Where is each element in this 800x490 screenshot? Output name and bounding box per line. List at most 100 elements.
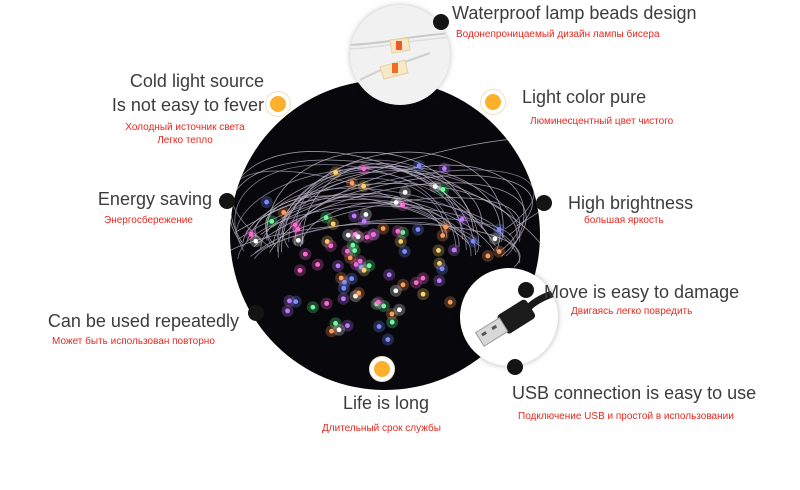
led-bead: [496, 227, 502, 232]
led-bead: [342, 279, 347, 285]
led-bead: [248, 231, 254, 237]
led-bead: [376, 324, 382, 329]
wire-strand: [272, 151, 504, 244]
led-bead: [353, 293, 358, 299]
cold-light-title-line1: Cold light source: [129, 71, 264, 91]
led-bead: [350, 242, 356, 248]
wire-strand: [276, 170, 483, 238]
led-bead: [400, 282, 406, 288]
wire-strand: [254, 196, 505, 238]
waterproof-subtitle: Водонепроницаемый дизайн лампы бисера: [456, 29, 660, 40]
waterproof-marker-dot: [433, 14, 449, 30]
led-bead: [442, 166, 447, 171]
led-bead: [447, 299, 453, 305]
led-bead: [436, 278, 442, 284]
led-bead: [353, 262, 359, 267]
led-bead: [400, 230, 406, 235]
cold-light-subtitle-line1: Холодный источник света: [125, 122, 245, 133]
high-brightness-title: High brightness: [568, 193, 694, 213]
led-bead: [400, 202, 405, 208]
led-bead: [393, 288, 399, 294]
led-bead: [389, 311, 395, 317]
led-bead: [357, 258, 363, 264]
wire-strand: [260, 175, 533, 236]
led-bead: [297, 267, 303, 273]
led-bead: [323, 215, 329, 220]
wire-strand: [302, 163, 464, 245]
energy-saving-title: Energy saving: [97, 189, 212, 209]
usb-plug-image: [460, 268, 558, 366]
led-bead: [443, 224, 449, 230]
led-bead: [324, 301, 330, 306]
led-bead: [440, 187, 446, 192]
led-bead: [352, 248, 358, 253]
led-bead: [402, 189, 408, 195]
led-bead: [386, 272, 392, 278]
life-long-title: Life is long: [343, 393, 430, 413]
led-bead: [361, 166, 367, 172]
led-bead: [402, 249, 407, 254]
cold-light-marker-dot: [266, 92, 290, 116]
led-bead: [361, 183, 367, 189]
led-bead: [292, 222, 298, 228]
led-bead: [459, 216, 465, 222]
wire-strand: [254, 221, 479, 259]
move-easy-marker-dot: [518, 282, 534, 298]
led-bead: [420, 291, 426, 297]
repeated-use-title: Can be used repeatedly: [47, 311, 239, 331]
led-bead: [264, 199, 269, 205]
life-long-marker-dot: [370, 357, 394, 381]
move-easy-title: Move is easy to damage: [544, 282, 740, 302]
led-bead: [351, 213, 357, 219]
led-bead: [470, 238, 476, 244]
life-long-subtitle: Длительный срок службы: [322, 423, 441, 434]
led-bead: [432, 184, 438, 189]
repeated-use-marker-dot: [248, 305, 264, 321]
led-bead: [366, 263, 372, 269]
led-bead: [253, 238, 259, 244]
usb-connection-title: USB connection is easy to use: [512, 383, 757, 403]
led-bead: [485, 253, 491, 259]
led-bead: [333, 320, 338, 326]
led-bead: [340, 296, 346, 302]
energy-saving-marker-dot: [219, 193, 235, 209]
led-bead: [344, 248, 350, 254]
led-bead: [338, 275, 344, 281]
led-bead: [335, 263, 341, 269]
led-bead: [336, 327, 342, 333]
led-bead: [295, 237, 301, 243]
led-bead: [416, 163, 422, 169]
energy-saving-subtitle: Энергосбережение: [104, 215, 193, 226]
wire-strand: [277, 166, 467, 253]
led-bead: [333, 169, 339, 175]
wire-strand: [230, 170, 482, 248]
led-bead: [393, 200, 399, 205]
light-color-subtitle: Люминесцентный цвет чистого: [530, 116, 674, 127]
led-bead: [420, 275, 426, 281]
led-bead: [361, 267, 367, 273]
high-brightness-marker-dot: [536, 195, 552, 211]
wire-strand: [277, 171, 457, 258]
led-bead: [347, 255, 353, 261]
wire-strand: [230, 159, 540, 247]
led-bead: [324, 239, 330, 244]
lamp-bead-icon: [350, 32, 450, 81]
led-bead: [361, 218, 367, 224]
led-bead: [375, 299, 381, 305]
usb-connection-marker-dot: [507, 359, 523, 375]
led-bead: [349, 276, 355, 282]
wire-strand: [235, 137, 540, 233]
led-bead: [358, 264, 364, 270]
led-bead: [440, 233, 446, 238]
led-bead: [396, 307, 402, 313]
led-bead: [398, 239, 404, 244]
wire-strand: [288, 177, 447, 243]
led-bead: [380, 226, 386, 231]
led-bead: [310, 304, 316, 310]
led-bead: [439, 266, 445, 272]
wire-strand: [234, 164, 496, 252]
light-color-marker-dot: [481, 90, 505, 114]
led-bead: [496, 249, 502, 254]
cold-light-title-line2: Is not easy to fever: [111, 95, 264, 115]
